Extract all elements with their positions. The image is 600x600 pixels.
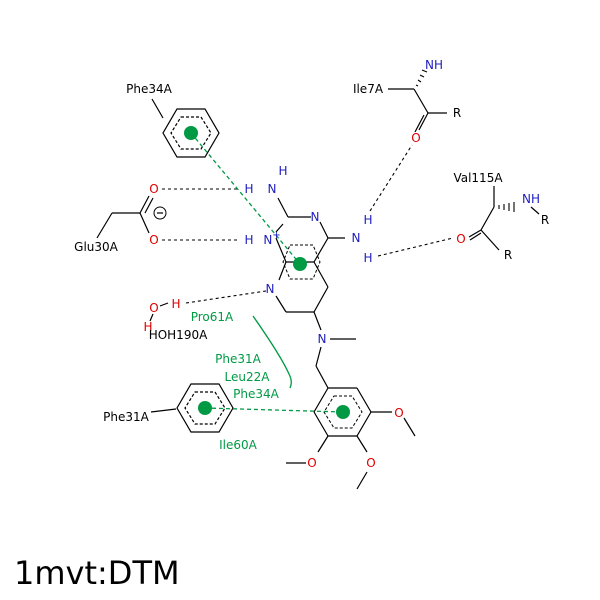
atom-n-plus: N+ [263, 230, 280, 247]
atom-n-dimethylamine: N [318, 332, 327, 346]
atom-nh-val115: NH [522, 192, 540, 206]
residue-phe34a-top: Phe34A [126, 82, 172, 96]
charge-circle [153, 206, 167, 220]
hydrophobic-labels: Pro61A Phe31A Leu22A Phe34A Ile60A [191, 310, 280, 452]
hydrogen-bonds [162, 144, 454, 304]
stereo-hashes [415, 69, 515, 212]
atom-o-methoxy-left: O [307, 456, 316, 470]
atom-h-amine-right-top: H [363, 213, 372, 227]
atom-o-water: O [149, 301, 158, 315]
diagram-title: 1mvt:DTM [14, 554, 180, 592]
atom-o-glu-top: O [149, 182, 158, 196]
atom-o-val115: O [456, 232, 465, 246]
atom-n-pyridine: N [266, 282, 275, 296]
atom-r-val115-bottom: R [504, 248, 512, 262]
atom-o-glu-bottom: O [149, 233, 158, 247]
contact-phe34a: Phe34A [233, 387, 279, 401]
hydrophobic-arc [252, 315, 292, 389]
atom-h-amine-top: H [278, 164, 287, 178]
residue-ile7a: Ile7A [353, 82, 384, 96]
atom-h-water-right: H [171, 297, 180, 311]
atom-h-amine-right-bottom: H [363, 251, 372, 265]
pi-stacking [190, 132, 344, 413]
residue-phe31a-left: Phe31A [103, 410, 149, 424]
atom-r-ile7: R [453, 106, 461, 120]
phe31a-ring [176, 383, 234, 433]
contact-ile60a: Ile60A [219, 438, 258, 452]
atom-o-methoxy-right: O [394, 406, 403, 420]
atom-h-amine-glu: H [244, 182, 253, 196]
residue-val115a: Val115A [453, 171, 503, 185]
atom-o-methoxy-bottom: O [366, 456, 375, 470]
atom-r-val115-top: R [541, 213, 549, 227]
atom-n-amine-top: N [268, 182, 277, 196]
residue-labels: Phe34A Ile7A Val115A Glu30A HOH190A Phe3… [74, 82, 503, 424]
residue-glu30a: Glu30A [74, 240, 119, 254]
residue-hoh190a: HOH190A [149, 328, 208, 342]
contact-phe31a: Phe31A [215, 352, 261, 366]
atom-h-water-down: H [143, 320, 152, 334]
atom-n-amine-right: N [352, 231, 361, 245]
atom-labels: N N H H N+ H N H H N N NH NH O O O H H O… [143, 58, 549, 470]
phe34a-ring [162, 108, 220, 158]
ring-centroids [184, 126, 350, 419]
atom-nh-ile7: NH [425, 58, 443, 72]
contact-leu22a: Leu22A [225, 370, 271, 384]
ligand-bonds [96, 88, 540, 490]
atom-n-ring3: N [311, 210, 320, 224]
atom-o-ile7: O [411, 131, 420, 145]
atom-h-nplus: H [244, 233, 253, 247]
contact-pro61a: Pro61A [191, 310, 234, 324]
